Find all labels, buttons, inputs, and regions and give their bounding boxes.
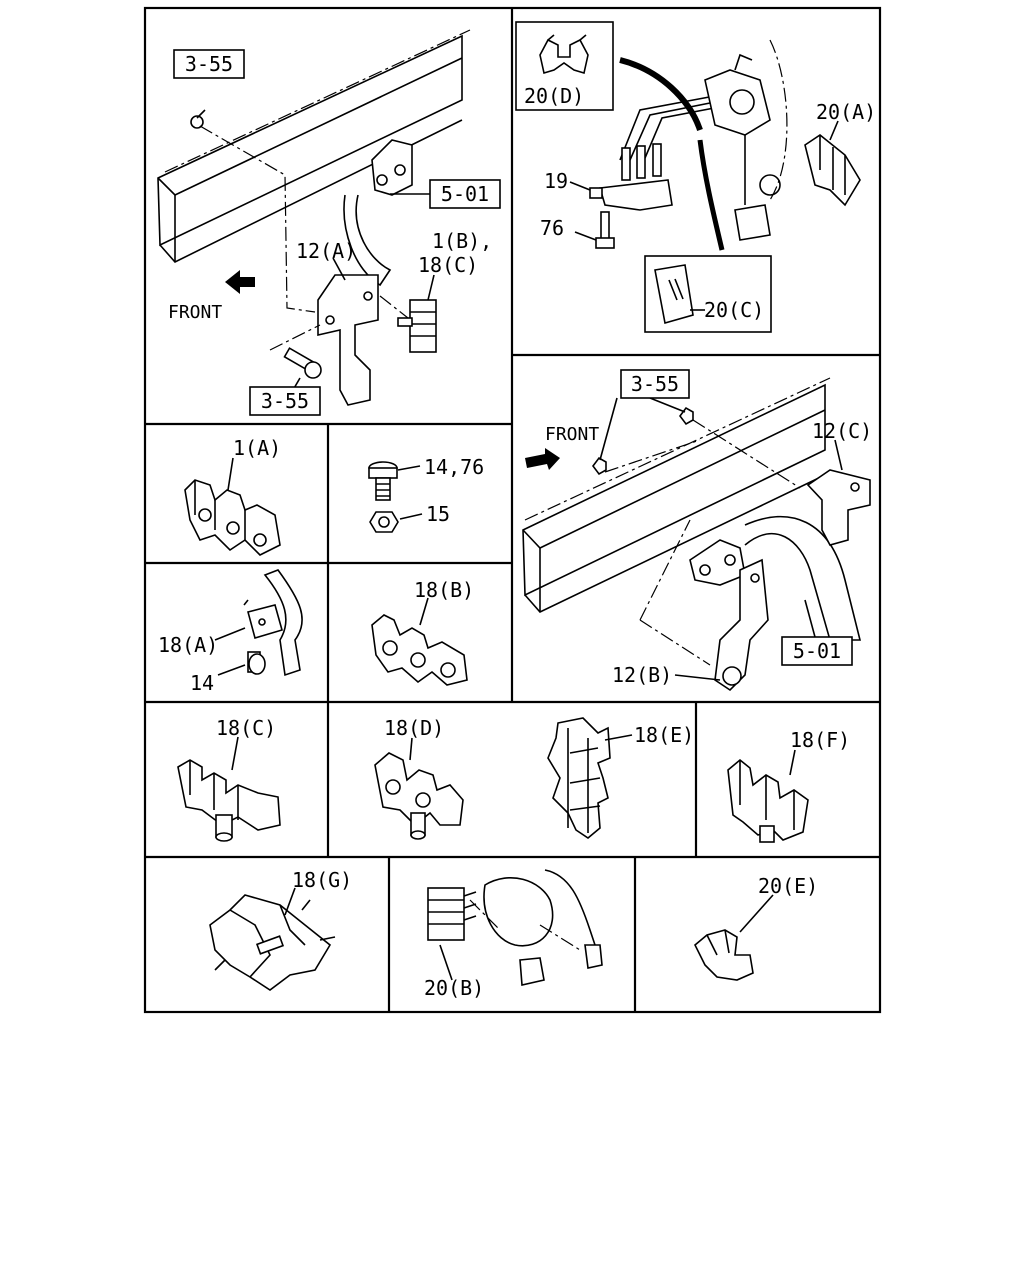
panel-clip-20b: 20(B) [424,869,603,1000]
part-label-18e: 18(E) [634,723,694,747]
connector-bracket [598,179,673,211]
clip-1a [184,479,281,556]
spring-hanger [689,539,746,586]
panel-clip-18a: 18(A) 14 [158,569,303,695]
panel-clip-18f: 18(F) [727,728,850,843]
inset-box [515,21,614,111]
panel-clip-1a: 1(A) [184,436,281,556]
panel-clip-assembly: 20(D) 19 76 20(A) [515,21,876,333]
ref-box [249,386,321,416]
ref-box [429,179,501,209]
clip-18c [397,299,437,353]
clip-20c [654,264,694,325]
clip-18c [177,759,281,842]
clip-20e [694,929,754,981]
panel-frame-bracket-12b-12c: 12(C) 12(B) FRONT 3-55 5-01 [522,369,872,692]
part-label-18c: 18(C) [418,253,478,277]
part-label-1b: 1(B), [432,229,492,253]
front-arrow-icon [225,270,255,294]
clip-18g [209,894,336,991]
panel-clip-18c: 18(C) [177,716,281,842]
part-label-18c-detail: 18(C) [216,716,276,740]
front-label: FRONT [168,302,222,323]
frame-rail [522,383,826,597]
nut [190,115,204,129]
bolt-14 [247,651,266,675]
bolt-14-76 [368,461,398,501]
part-label-18a: 18(A) [158,633,218,657]
front-arrow-icon [525,448,560,470]
clip-18b [371,614,468,686]
clip-20d [539,34,589,75]
part-label-18b: 18(B) [414,578,474,602]
pipe [263,569,303,677]
part-label-20e: 20(E) [758,874,818,898]
nut-15 [369,511,399,533]
part-label-20c: 20(C) [704,298,764,322]
part-label-12c: 12(C) [812,419,872,443]
nut [592,456,607,476]
part-label-1a: 1(A) [233,436,281,460]
clip-20b [427,887,477,941]
part-label-15: 15 [426,502,450,526]
part-label-19: 19 [544,169,568,193]
clip-20a [804,134,861,207]
part-label-18d: 18(D) [384,716,444,740]
part-label-12b: 12(B) [612,663,672,687]
panel-clip-18g: 18(G) [209,868,352,991]
ref-label-3-55: 3-55 [631,372,679,396]
ref-box [173,49,245,79]
panel-clip-18b: 18(B) [371,578,474,686]
panel-clip-18e: 18(E) [547,717,694,839]
ref-label-5-01: 5-01 [441,182,489,206]
ref-box [620,369,690,399]
part-label-20d: 20(D) [524,84,584,108]
part-label-18f: 18(F) [790,728,850,752]
clip-18d [374,752,464,840]
panel-clip-20e: 20(E) [694,874,818,981]
part-label-20b: 20(B) [424,976,484,1000]
bracket-12a [317,274,379,406]
front-label: FRONT [545,424,599,445]
clip-18f [727,758,809,843]
ref-label-3-55: 3-55 [185,52,233,76]
spring-hanger [371,139,413,196]
panel-frame-bracket-12a: 3-55 5-01 12(A) 1(B), 18(C) FRONT 3-55 [157,29,501,416]
bolt-76 [595,211,615,249]
part-label-14: 14 [190,671,214,695]
panel-grid [143,6,882,1014]
bracket-12c [806,469,871,546]
part-label-18g: 18(G) [292,868,352,892]
panel-fasteners: 14,76 15 [368,455,484,533]
part-label-20a: 20(A) [816,100,876,124]
frame-rail [157,34,463,247]
panel-clip-18d: 18(D) [374,716,464,840]
part-label-76: 76 [540,216,564,240]
ref-label-5-01: 5-01 [793,639,841,663]
ref-box [781,636,853,666]
part-label-12a: 12(A) [296,239,356,263]
valve-sketch [483,877,554,947]
clip-18e [547,717,611,839]
part-label-14-76: 14,76 [424,455,484,479]
ref-label-3-55: 3-55 [261,389,309,413]
